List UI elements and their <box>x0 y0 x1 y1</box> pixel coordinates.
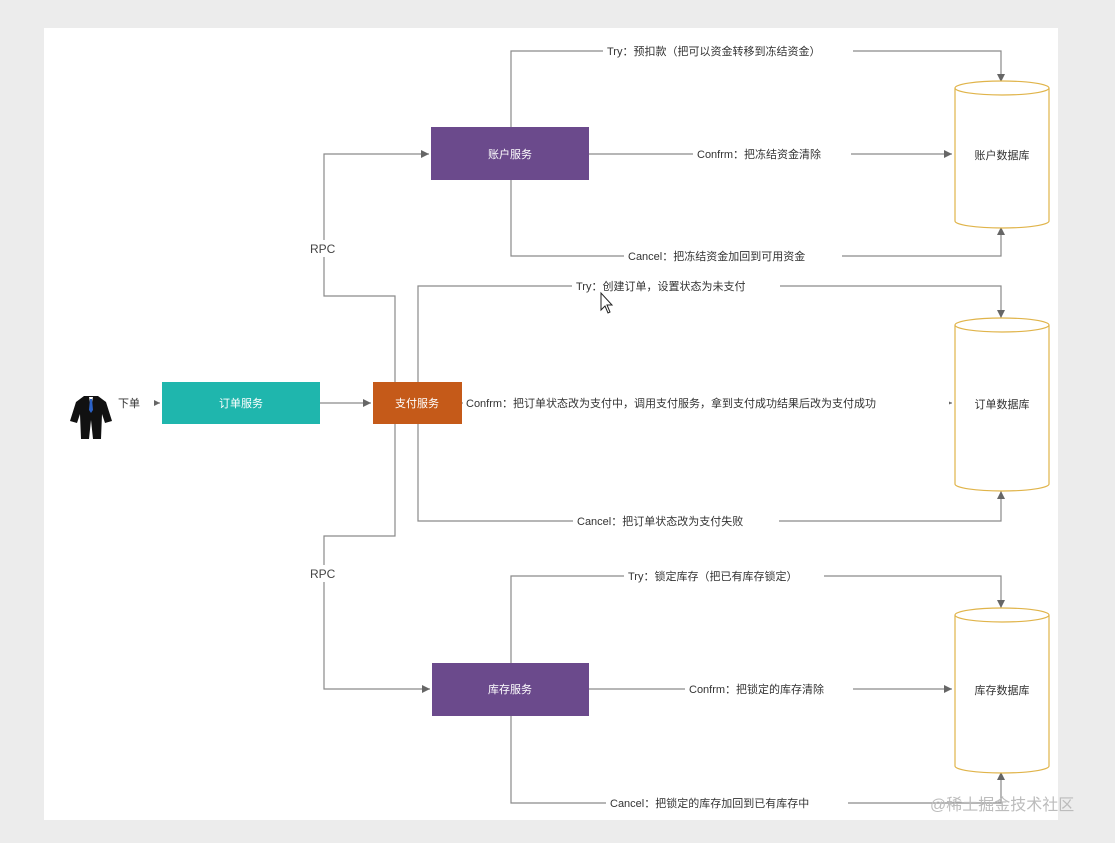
order-cancel-label: Cancel：把订单状态改为支付失败 <box>577 514 743 528</box>
account-database-label: 账户数据库 <box>975 148 1030 162</box>
order-service-box[interactable]: 订单服务 <box>162 382 320 424</box>
rpc-top-label: RPC <box>310 242 336 256</box>
payment-service-label: 支付服务 <box>395 397 439 410</box>
account-cancel-label: Cancel：把冻结资金加回到可用资金 <box>628 249 805 263</box>
inventory-service-label: 库存服务 <box>488 682 532 696</box>
account-service-label: 账户服务 <box>488 147 532 161</box>
actor-place-order-label: 下单 <box>118 397 140 410</box>
inventory-cancel-label: Cancel：把锁定的库存加回到已有库存中 <box>610 796 809 810</box>
payment-service-rect <box>373 382 462 424</box>
order-database-label: 订单数据库 <box>975 397 1030 411</box>
inventory-confirm-label: Confrm：把锁定的库存清除 <box>689 682 824 696</box>
account-try-label: Try：预扣款（把可以资金转移到冻结资金） <box>607 44 820 58</box>
rpc-bottom-label: RPC <box>310 567 336 581</box>
user-actor-icon <box>70 394 112 439</box>
account-confirm-label: Confrm：把冻结资金清除 <box>697 147 821 161</box>
account-service-box[interactable]: 账户服务 <box>431 127 589 180</box>
inventory-try-label: Try：锁定库存（把已有库存锁定） <box>628 569 797 583</box>
order-service-rect <box>162 382 320 424</box>
order-database[interactable]: 订单数据库 <box>954 317 1050 492</box>
order-confirm-label: Confrm：把订单状态改为支付中，调用支付服务，拿到支付成功结果后改为支付成功 <box>466 396 876 410</box>
account-database[interactable]: 账户数据库 <box>954 80 1050 229</box>
order-try-label: Try：创建订单，设置状态为未支付 <box>576 279 745 293</box>
inventory-database-label: 库存数据库 <box>975 683 1030 697</box>
rpc-to-inventory-connector <box>323 424 430 693</box>
inventory-service-rect <box>432 663 589 716</box>
payment-service-box[interactable]: 支付服务 <box>373 382 462 424</box>
order-service-label: 订单服务 <box>219 397 263 410</box>
watermark: @稀土掘金技术社区 <box>930 796 1074 814</box>
mouse-cursor-icon <box>600 291 614 314</box>
account-service-rect <box>431 127 589 180</box>
inventory-service-box[interactable]: 库存服务 <box>432 663 589 716</box>
inventory-database[interactable]: 库存数据库 <box>954 607 1050 774</box>
rpc-to-account-connector <box>323 150 429 382</box>
